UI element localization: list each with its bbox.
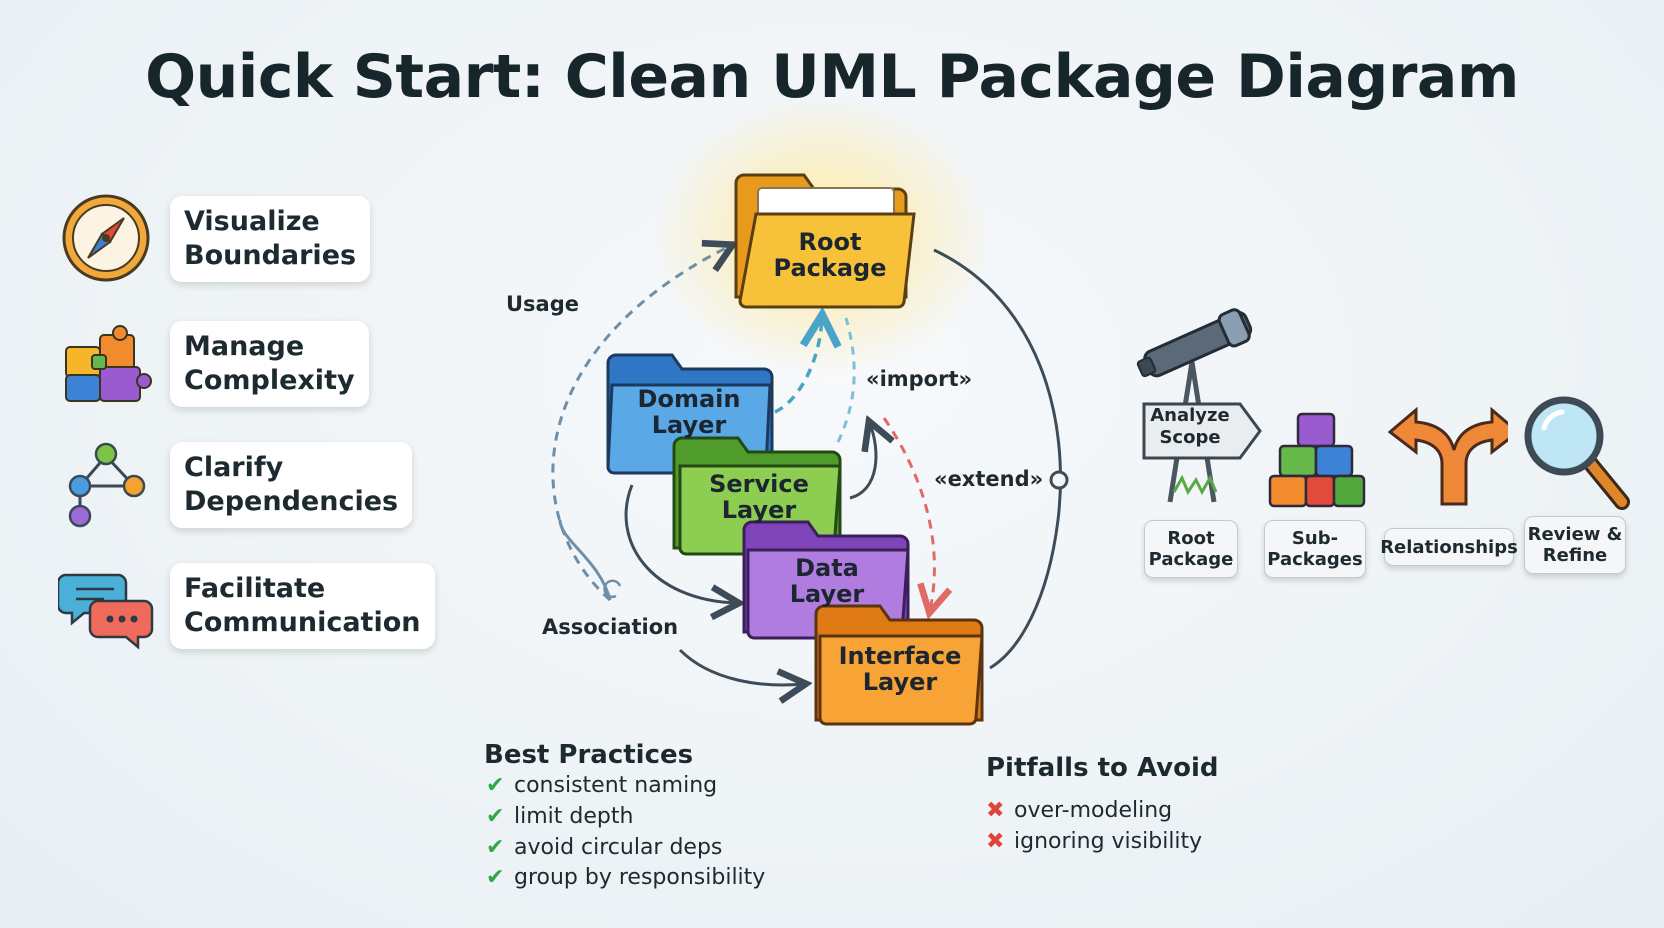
service-import-dashed [836, 317, 856, 443]
list-item: ✖ignoring visibility [986, 829, 1203, 854]
pitfalls-heading: Pitfalls to Avoid [986, 753, 1219, 783]
chat-bubbles-icon [58, 573, 154, 650]
association-edge [678, 648, 803, 685]
list-item: ✔limit depth [486, 804, 634, 829]
blocks-icon [1268, 412, 1366, 508]
domain-to-data-arrow [624, 484, 736, 603]
step-relationships: Relationships [1380, 406, 1518, 586]
domain-to-root-import [774, 318, 822, 414]
association-loop-mark [603, 579, 622, 599]
usage-label: Usage [506, 292, 579, 316]
interface-layer-folder [814, 604, 984, 726]
telescope-icon [1136, 308, 1253, 503]
step-review-refine: Review &Refine [1520, 392, 1632, 592]
extend-point-circle [1049, 470, 1069, 490]
list-item: ✔avoid circular deps [486, 835, 723, 860]
list-item: ✔consistent naming [486, 773, 718, 798]
compass-icon [62, 194, 150, 282]
magnifier-icon [1524, 396, 1630, 510]
signpost [1142, 402, 1262, 460]
association-label: Association [542, 615, 679, 639]
step-plate: Relationships [1380, 528, 1518, 566]
nodes-graph-icon [68, 442, 146, 528]
extend-edge [882, 417, 934, 610]
usage-edge [551, 246, 730, 602]
best-practices-heading: Best Practices [484, 740, 694, 770]
puzzle-icon [65, 325, 152, 402]
service-to-root-arrow [849, 424, 876, 500]
list-item: ✔group by responsibility [486, 865, 766, 890]
usage-edge-tail [558, 519, 612, 601]
step-plate: Sub-Packages [1264, 520, 1366, 578]
import-label: «import» [866, 367, 973, 391]
step-sub-packages: Sub-Packages [1260, 410, 1370, 590]
list-item: ✖over-modeling [986, 798, 1173, 823]
root-package-folder [734, 173, 916, 309]
fork-arrow-icon [1388, 406, 1508, 506]
extend-label: «extend» [934, 467, 1044, 491]
step-plate: Review &Refine [1524, 516, 1626, 574]
root-to-interface-edge [933, 248, 1062, 670]
